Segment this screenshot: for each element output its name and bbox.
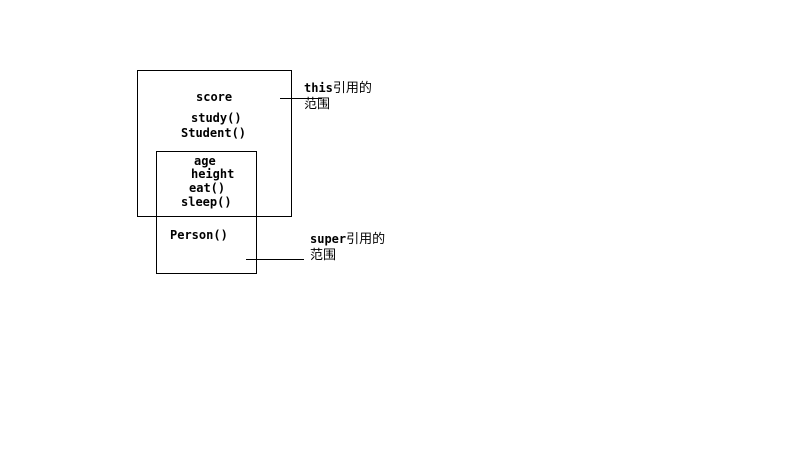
this-label: this引用的 范围 xyxy=(304,80,372,113)
method-student-constructor: Student() xyxy=(181,126,247,140)
method-study: study() xyxy=(191,111,242,125)
field-score: score xyxy=(196,90,233,104)
this-label-text: 引用的 xyxy=(332,81,372,96)
super-keyword: super xyxy=(310,232,347,246)
this-pointer-line xyxy=(280,98,322,99)
field-age: age xyxy=(194,154,216,168)
super-label-text2: 范围 xyxy=(310,248,337,263)
super-scope-box xyxy=(156,151,257,274)
this-label-text2: 范围 xyxy=(304,97,331,112)
method-person-constructor: Person() xyxy=(170,228,228,242)
super-label-text: 引用的 xyxy=(346,232,386,247)
method-sleep: sleep() xyxy=(181,195,232,209)
this-keyword: this xyxy=(304,81,333,95)
super-label: super引用的 范围 xyxy=(310,231,385,264)
this-scope-box xyxy=(137,70,292,217)
field-height: height xyxy=(191,167,235,181)
method-eat: eat() xyxy=(189,181,226,195)
super-pointer-line xyxy=(246,259,304,260)
